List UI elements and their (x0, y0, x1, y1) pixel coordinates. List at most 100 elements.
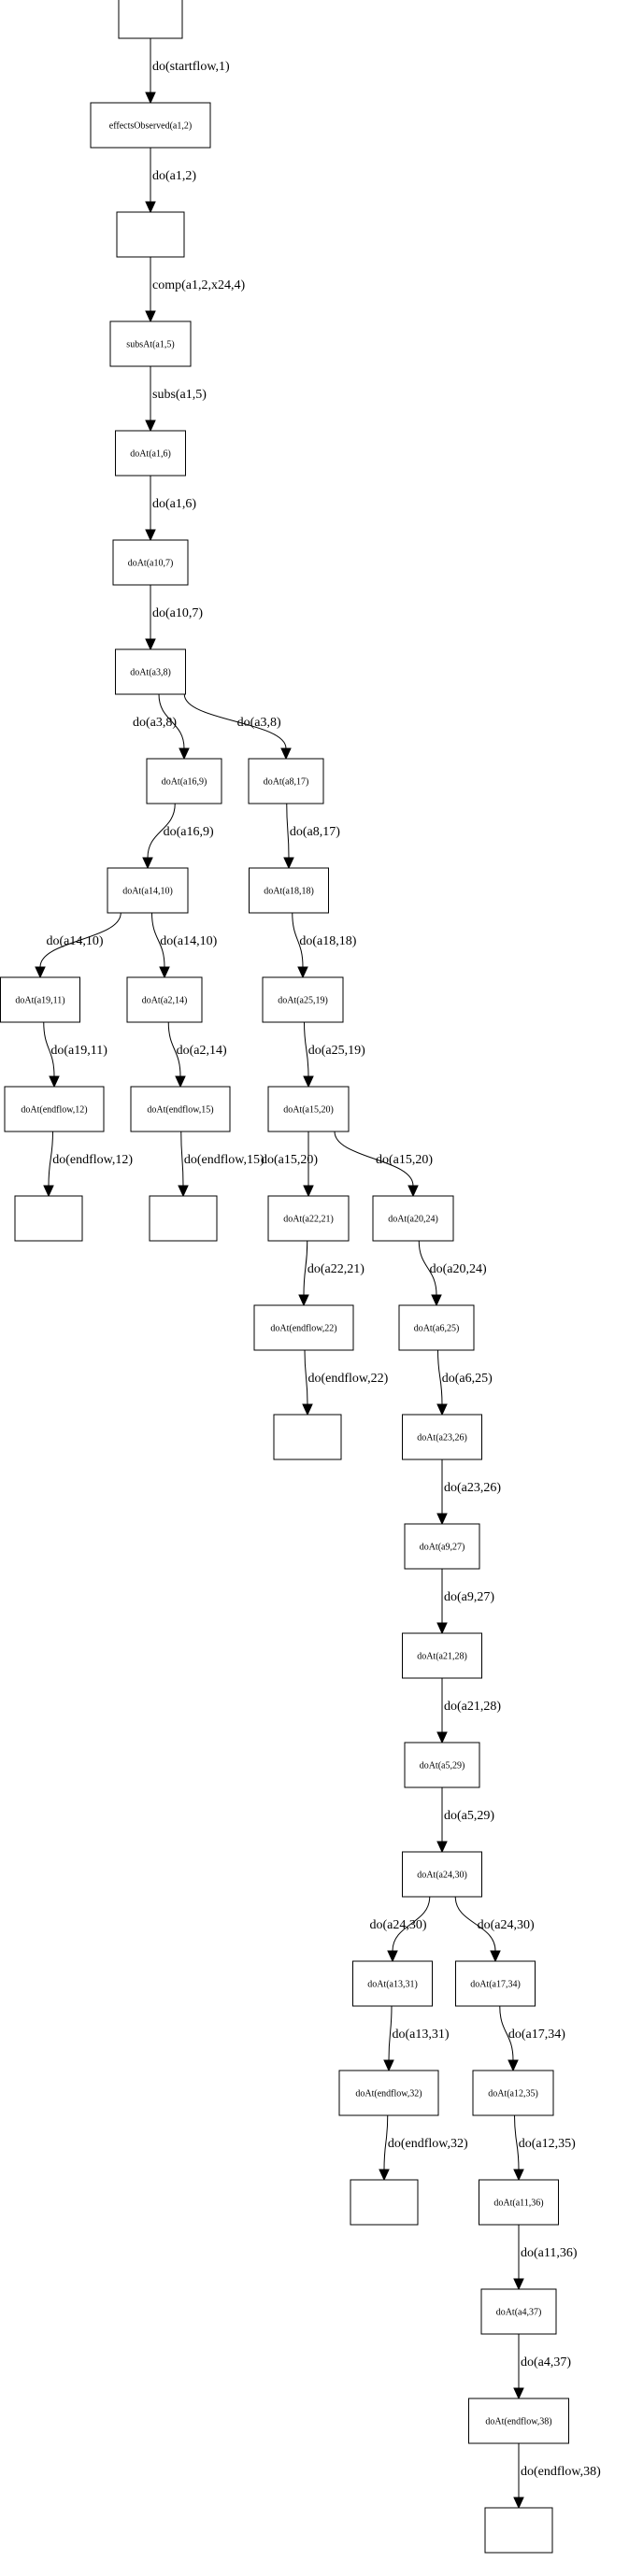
graph-edge: do(endflow,15) (178, 1131, 264, 1198)
node-box (130, 1086, 231, 1132)
graph-edge: do(startflow,1) (145, 38, 230, 105)
graph-edge: comp(a1,2,x24,4) (145, 257, 245, 323)
graph-edge: do(a8,17) (283, 803, 340, 870)
graph-edge: do(a16,9) (142, 803, 214, 870)
arrowhead-icon (379, 2169, 390, 2182)
graph-edge: do(endflow,38) (513, 2443, 601, 2510)
node-box (116, 211, 185, 258)
node-label: doAt(endflow,38) (485, 2417, 551, 2427)
edge-line (183, 693, 287, 749)
node-label: doAt(a21,28) (417, 1652, 467, 1662)
node-label: doAt(endflow,15) (147, 1105, 213, 1116)
edge-label: do(a1,6) (152, 497, 196, 511)
graph-node: doAt(endflow,12) (4, 1086, 105, 1132)
graph-edge: do(endflow,22) (302, 1349, 389, 1416)
edge-label: do(a17,34) (508, 2028, 565, 2042)
arrowhead-icon (490, 1950, 501, 1963)
edge-label: do(endflow,12) (52, 1153, 133, 1167)
arrowhead-icon (436, 1622, 448, 1635)
node-box (352, 1960, 433, 2007)
node-label: doAt(a18,18) (264, 887, 314, 897)
graph-edge: do(a22,21) (298, 1240, 365, 1307)
graph-edge: do(a3,8) (183, 693, 292, 761)
edge-label: do(a20,24) (430, 1262, 487, 1276)
graph-node: doAt(a18,18) (249, 867, 329, 914)
edge-label: do(a6,25) (442, 1372, 493, 1386)
graph-edge: do(a19,11) (43, 1021, 107, 1089)
edges-layer: do(startflow,1) do(a1,2) comp(a1,2,x24,4) s… (35, 38, 601, 2510)
graph-node: doAt(a14,10) (107, 867, 189, 914)
graph-node: doAt(a12,35) (472, 2070, 554, 2116)
arrowhead-icon (43, 1185, 54, 1198)
graph-edge: do(a18,18) (292, 912, 357, 979)
node-box (118, 0, 183, 39)
arrowhead-icon (431, 1294, 442, 1307)
graph-node-empty (118, 0, 183, 39)
arrowhead-icon (387, 1950, 398, 1963)
node-box (267, 1086, 350, 1132)
edge-line (303, 1240, 308, 1296)
node-box (107, 867, 189, 914)
node-box (455, 1960, 536, 2007)
arrowhead-icon (436, 1403, 448, 1416)
edge-line (514, 2114, 520, 2170)
arrowhead-icon (302, 1403, 313, 1416)
graph-node-empty (116, 211, 185, 258)
edge-label: do(a25,19) (308, 1044, 365, 1058)
arrowhead-icon (297, 966, 308, 979)
node-label: doAt(a8,17) (264, 777, 309, 788)
edge-label: do(a24,30) (478, 1918, 535, 1932)
graph-node: doAt(endflow,22) (253, 1304, 354, 1351)
graph-node: doAt(a19,11) (0, 976, 80, 1023)
node-label: doAt(a2,14) (142, 996, 188, 1006)
node-label: doAt(endflow,22) (270, 1324, 336, 1334)
node-label: doAt(a11,36) (493, 2199, 543, 2209)
edge-label: do(a2,14) (177, 1044, 227, 1058)
edge-line (304, 1349, 308, 1405)
graph-edge: do(a9,27) (436, 1569, 494, 1635)
node-label: doAt(endflow,12) (21, 1105, 87, 1116)
arrowhead-icon (513, 2278, 524, 2291)
node-box (0, 976, 80, 1023)
graph-edge: do(a21,28) (436, 1678, 501, 1744)
node-label: doAt(a4,37) (496, 2308, 542, 2318)
graph-node: effectsObserved(a1,2) (90, 102, 211, 149)
graph-edge: do(a15,20) (261, 1131, 318, 1198)
node-box (90, 102, 211, 149)
graph-edge: do(a25,19) (303, 1021, 365, 1089)
edge-label: do(a10,7) (152, 606, 203, 620)
edge-label: do(a1,2) (152, 169, 196, 183)
graph-edge: do(a13,31) (383, 2005, 450, 2072)
edge-label: comp(a1,2,x24,4) (152, 278, 245, 292)
arrowhead-icon (145, 638, 156, 651)
edge-label: do(a15,20) (376, 1153, 433, 1167)
node-box (146, 758, 222, 804)
graph-node: doAt(a25,19) (262, 976, 344, 1023)
edge-line (48, 1131, 53, 1187)
node-box (4, 1086, 105, 1132)
graph-edge: do(a15,20) (334, 1131, 433, 1198)
graph-edge: do(a24,30) (454, 1896, 535, 1963)
node-box (115, 430, 186, 477)
edge-line (151, 912, 165, 968)
node-label: doAt(a19,11) (15, 996, 64, 1006)
edge-label: do(a16,9) (164, 825, 214, 839)
node-label: doAt(a5,29) (420, 1761, 465, 1772)
graph-edge: do(a10,7) (145, 585, 203, 651)
graph-node: doAt(a20,24) (372, 1195, 454, 1242)
node-box (372, 1195, 454, 1242)
node-box (267, 1195, 350, 1242)
arrowhead-icon (49, 1075, 60, 1089)
arrowhead-icon (175, 1075, 186, 1089)
edge-label: do(a4,37) (521, 2355, 571, 2370)
node-label: doAt(a20,24) (388, 1215, 438, 1225)
edge-label: do(endflow,38) (521, 2465, 601, 2479)
node-label: subsAt(a1,5) (126, 340, 174, 350)
graph-edge: do(a1,2) (145, 148, 196, 214)
graph-edge: do(a4,37) (513, 2334, 571, 2400)
arrowhead-icon (303, 1185, 314, 1198)
graph-node-empty (14, 1195, 83, 1242)
edge-line (499, 2005, 514, 2061)
graph-edge: do(a3,8) (133, 693, 190, 761)
node-box (404, 1742, 480, 1788)
